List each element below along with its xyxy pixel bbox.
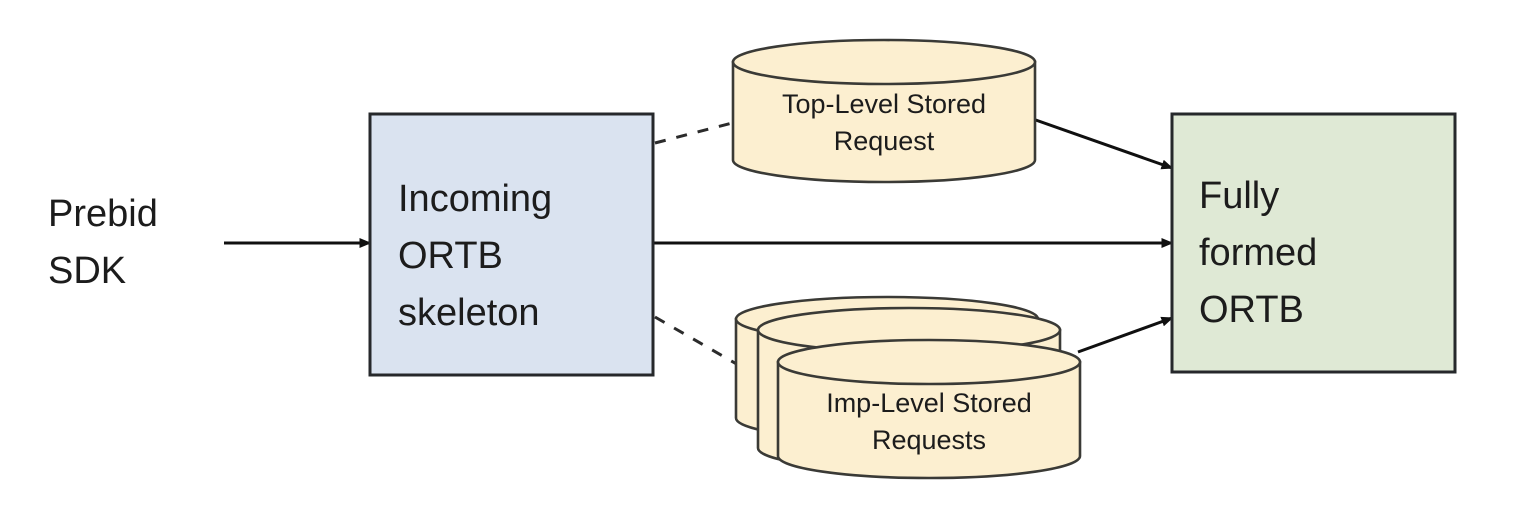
node-fully-formed-ortb[interactable]: Fully formed ORTB bbox=[1170, 112, 1457, 374]
incoming-ortb-skeleton-label-line1: Incoming bbox=[398, 178, 552, 220]
top-level-stored-request-cylinder-top bbox=[731, 38, 1037, 86]
top-level-stored-request-label-line2: Request bbox=[834, 126, 935, 156]
fully-formed-ortb-label-line2: formed bbox=[1199, 232, 1317, 274]
prebid-sdk-label-line1: Prebid bbox=[48, 193, 158, 235]
incoming-ortb-skeleton-label-line3: skeleton bbox=[398, 292, 540, 334]
incoming-ortb-skeleton-box[interactable] bbox=[368, 112, 655, 377]
node-imp-level-stored-requests[interactable]: Imp-Level Stored Requests bbox=[734, 295, 1082, 480]
node-incoming-ortb-skeleton[interactable]: Incoming ORTB skeleton bbox=[368, 112, 655, 377]
fully-formed-ortb-box[interactable] bbox=[1170, 112, 1457, 374]
top-level-stored-request-label-line1: Top-Level Stored bbox=[782, 89, 986, 119]
edge-incoming-to-imp-stored bbox=[654, 315, 741, 368]
node-top-level-stored-request[interactable]: Top-Level Stored Request bbox=[731, 38, 1037, 184]
edge-imp-stored-to-output bbox=[1077, 316, 1174, 354]
incoming-ortb-skeleton-label-line2: ORTB bbox=[398, 235, 503, 277]
edge-top-stored-to-output bbox=[1029, 116, 1174, 170]
fully-formed-ortb-label-line3: ORTB bbox=[1199, 289, 1304, 331]
fully-formed-ortb-label-line1: Fully bbox=[1199, 175, 1279, 217]
imp-level-stored-requests-cylinder-front[interactable] bbox=[776, 338, 1082, 480]
imp-level-stored-requests-label-line1: Imp-Level Stored bbox=[826, 388, 1032, 418]
edge-incoming-to-top-stored bbox=[654, 120, 737, 145]
prebid-sdk-label-line2: SDK bbox=[48, 250, 126, 292]
node-prebid-sdk: Prebid SDK bbox=[48, 193, 158, 292]
top-level-stored-request-cylinder-body[interactable] bbox=[731, 60, 1037, 184]
imp-level-stored-requests-label-line2: Requests bbox=[872, 425, 986, 455]
